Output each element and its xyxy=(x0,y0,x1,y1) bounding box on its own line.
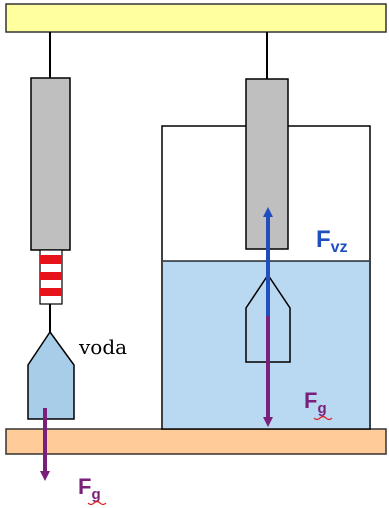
left-spring-cylinder xyxy=(30,77,71,251)
voda-label: voda xyxy=(78,335,127,359)
fg-left-label: Fg xyxy=(78,474,101,503)
fg-right-label: Fg xyxy=(304,388,327,417)
fg-right-underline xyxy=(313,415,333,421)
fg-left-underline xyxy=(87,500,107,506)
left-hanging-body xyxy=(27,330,75,420)
base-bar xyxy=(5,428,387,455)
top-support-bar xyxy=(5,3,387,33)
left-spring-scale-stripes xyxy=(39,249,63,305)
fvz-label: Fvz xyxy=(316,226,348,256)
